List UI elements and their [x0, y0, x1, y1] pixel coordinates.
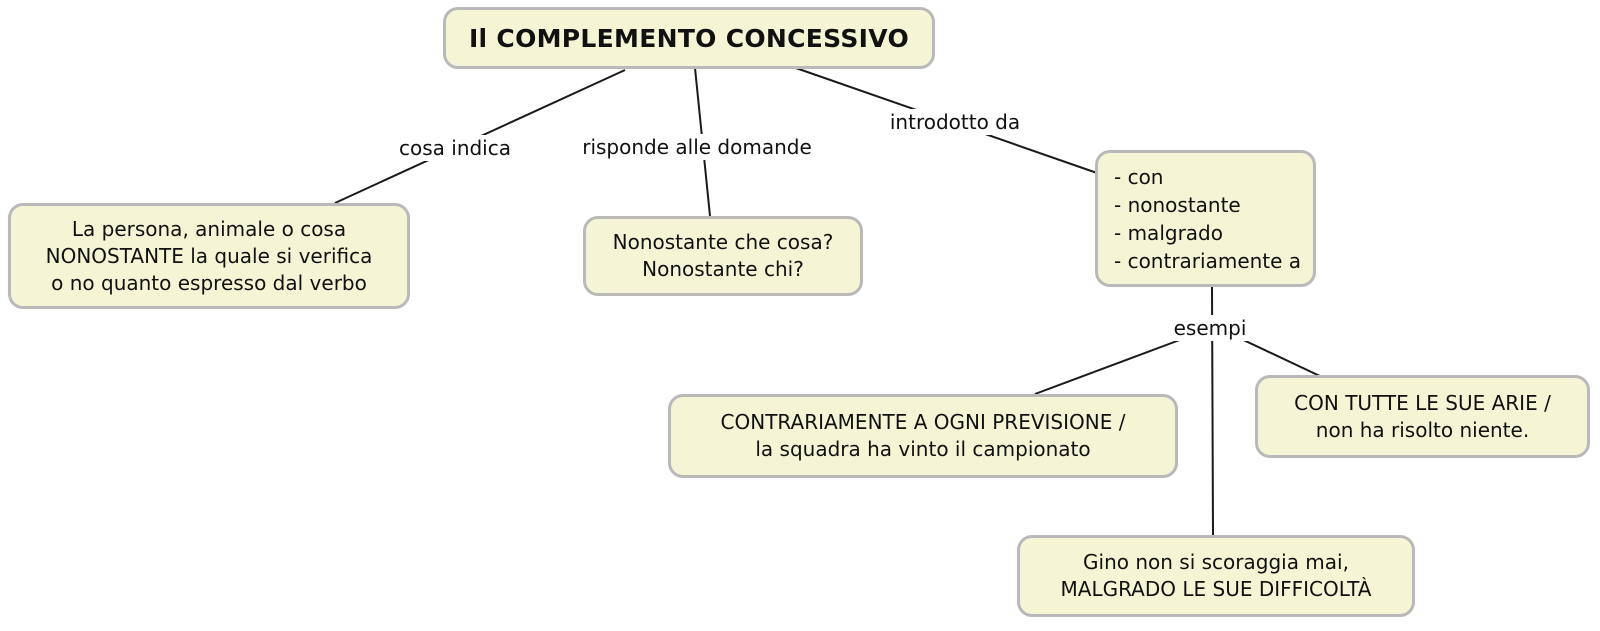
node-introduttori[interactable]: - con - nonostante - malgrado - contrari… [1095, 150, 1316, 287]
edge-esempi-to-esempio-contrariamente [1034, 337, 1186, 395]
edge-label-cosa-indica[interactable]: cosa indica [392, 135, 518, 161]
node-introduttori-text: - con - nonostante - malgrado - contrari… [1114, 164, 1302, 273]
node-esempio-contrariamente-text: CONTRARIAMENTE A OGNI PREVISIONE / la sq… [720, 410, 1126, 461]
node-title-text: Il COMPLEMENTO CONCESSIVO [468, 23, 910, 53]
node-domande[interactable]: Nonostante che cosa? Nonostante chi? [583, 216, 863, 296]
node-definizione[interactable]: La persona, animale o cosa NONOSTANTE la… [8, 203, 410, 309]
edge-label-risponde-alle-domande[interactable]: risponde alle domande [576, 134, 818, 160]
node-esempio-malgrado[interactable]: Gino non si scoraggia mai, MALGRADO LE S… [1017, 535, 1415, 617]
edge-label-introdotto-da[interactable]: introdotto da [883, 109, 1027, 135]
node-esempio-con[interactable]: CON TUTTE LE SUE ARIE / non ha risolto n… [1255, 375, 1590, 458]
node-title[interactable]: Il COMPLEMENTO CONCESSIVO [443, 7, 935, 69]
node-domande-text: Nonostante che cosa? Nonostante chi? [612, 230, 834, 281]
node-esempio-con-text: CON TUTTE LE SUE ARIE / non ha risolto n… [1294, 390, 1551, 442]
node-esempio-contrariamente[interactable]: CONTRARIAMENTE A OGNI PREVISIONE / la sq… [668, 394, 1178, 478]
edge-esempi-to-esempio-con [1234, 335, 1323, 378]
node-definizione-text: La persona, animale o cosa NONOSTANTE la… [45, 216, 373, 295]
edge-label-esempi[interactable]: esempi [1167, 315, 1253, 341]
node-esempio-malgrado-text: Gino non si scoraggia mai, MALGRADO LE S… [1060, 550, 1372, 601]
